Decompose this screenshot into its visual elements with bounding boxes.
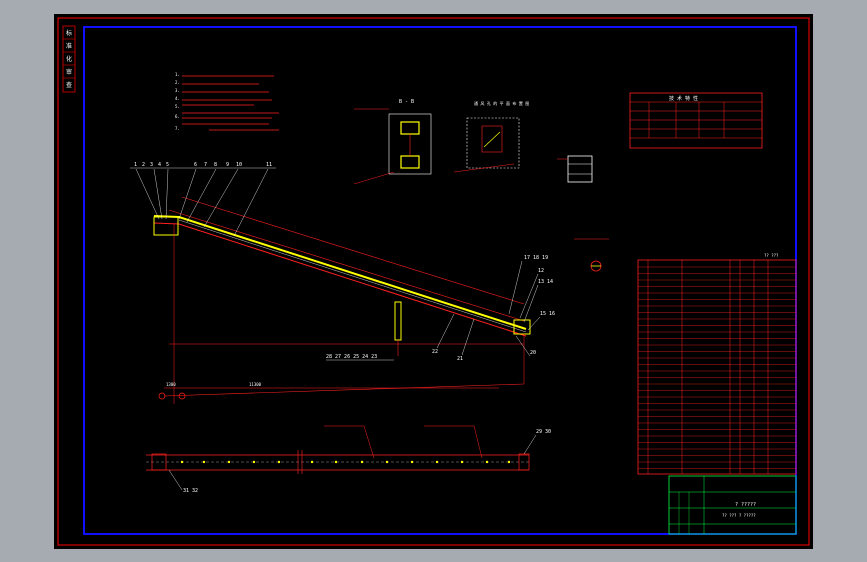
callout-top-10: 10: [236, 162, 242, 168]
bracket-detail: [557, 155, 593, 183]
stamp-char-5: 查: [66, 81, 72, 89]
callout-top-4: 4: [158, 162, 161, 168]
stamp-char-3: 化: [66, 55, 72, 63]
spec-table-title: 技 术 特 性: [669, 95, 698, 102]
callout-top-7: 7: [204, 162, 207, 168]
callout-top-6: 6: [194, 162, 197, 168]
callout-top-8: 8: [214, 162, 217, 168]
callout-right-e: 20: [530, 350, 536, 356]
conveyor-elevation: 11300 1300: [153, 196, 531, 404]
callout-bottom-a: 22: [432, 349, 438, 355]
callout-right-d: 15 16: [540, 311, 555, 317]
technical-notes: 1. 2. 3. 4. 5. 6. 7.: [175, 72, 279, 131]
note-7: 7.: [175, 126, 180, 131]
belt-line: [153, 215, 527, 330]
head-pulley: [513, 319, 531, 335]
callout-top-11: 11: [266, 162, 272, 168]
callout-right-c: 13 14: [538, 279, 553, 285]
plan-span-dimension: 1300: [166, 382, 176, 387]
callout-top-3: 3: [150, 162, 153, 168]
tail-pulley: [153, 216, 179, 236]
callout-right-a: 17 18 19: [524, 255, 548, 261]
bom-table: ?? ???: [637, 253, 797, 475]
side-stamp: 标 准 化 审 查: [62, 25, 76, 93]
drawing-name: ? ?????: [735, 502, 756, 508]
callout-right-b: 12: [538, 268, 544, 274]
outer-frame: [57, 17, 810, 546]
horizontal-dimension: 11300: [249, 382, 262, 387]
callout-top-9: 9: [226, 162, 229, 168]
note-5: 5.: [175, 104, 180, 109]
inner-frame: [83, 26, 797, 535]
drawing-sheet: 标 准 化 审 查 1. 2. 3. 4. 5. 6. 7. B - B: [54, 14, 813, 549]
section-b-b: B - B: [353, 99, 432, 185]
callout-top-1: 1: [134, 162, 137, 168]
vent-plan-title: 通 风 孔 的 平 面 布 置 图: [474, 100, 529, 106]
note-2: 2.: [175, 80, 180, 85]
spec-table: 技 术 特 性: [629, 92, 763, 149]
stamp-char-2: 准: [66, 42, 72, 50]
callouts: 1 2 3 4 5 6 7 8 9 10 11 17 18 19 12 13 1…: [130, 162, 555, 362]
note-4: 4.: [175, 96, 180, 101]
note-6: 6.: [175, 114, 180, 119]
note-3: 3.: [175, 88, 180, 93]
section-b-b-label: B - B: [399, 99, 414, 105]
callout-top-2: 2: [142, 162, 145, 168]
callout-bottom-d: 29 30: [536, 429, 551, 435]
support-column: [394, 301, 402, 341]
plan-view: 29 30 31 32: [146, 425, 551, 494]
stamp-char-4: 审: [66, 68, 72, 76]
frame-line: [153, 222, 527, 337]
note-1: 1.: [175, 72, 180, 77]
callout-bottom-e: 31 32: [183, 488, 198, 494]
callout-bottom-b: 21: [457, 356, 463, 362]
stamp-char-1: 标: [66, 29, 72, 37]
pulley-detail: [574, 238, 609, 272]
cad-drawing: 标 准 化 审 查 1. 2. 3. 4. 5. 6. 7. B - B: [57, 17, 810, 546]
bom-header: ?? ???: [764, 253, 779, 258]
callout-top-5: 5: [166, 162, 169, 168]
callout-bottom-c: 28 27 26 25 24 23: [326, 354, 377, 360]
drawing-number: ?? ??? ? ?????: [722, 513, 756, 518]
title-block: ? ????? ?? ??? ? ?????: [668, 475, 797, 535]
vent-plan-detail: 通 风 孔 的 平 面 布 置 图: [453, 100, 529, 173]
